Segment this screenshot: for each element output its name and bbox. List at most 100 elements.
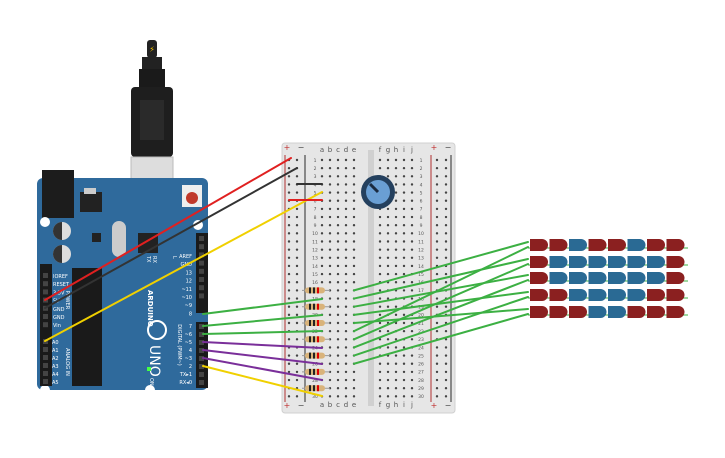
breadboard-hole[interactable] <box>295 175 299 178</box>
breadboard-hole[interactable] <box>444 199 448 202</box>
breadboard-hole[interactable] <box>295 395 299 398</box>
breadboard-hole[interactable] <box>410 224 414 227</box>
breadboard-hole[interactable] <box>386 166 390 170</box>
breadboard-hole[interactable] <box>402 191 406 194</box>
breadboard-hole[interactable] <box>435 248 439 251</box>
breadboard-hole[interactable] <box>295 240 299 243</box>
breadboard-hole[interactable] <box>435 256 439 259</box>
breadboard-hole[interactable] <box>394 256 398 259</box>
breadboard-hole[interactable] <box>378 395 382 398</box>
breadboard-hole[interactable] <box>344 183 348 186</box>
breadboard-hole[interactable] <box>378 329 382 333</box>
red-led[interactable] <box>666 289 685 301</box>
breadboard-hole[interactable] <box>328 232 332 235</box>
breadboard-hole[interactable] <box>287 378 291 382</box>
blue-led[interactable] <box>588 306 607 318</box>
red-led[interactable] <box>530 239 548 251</box>
breadboard-hole[interactable] <box>336 338 340 341</box>
breadboard-hole[interactable] <box>378 264 382 268</box>
breadboard-hole[interactable] <box>336 232 340 235</box>
breadboard-hole[interactable] <box>435 207 439 211</box>
pin-header[interactable] <box>199 348 204 353</box>
breadboard-hole[interactable] <box>435 240 439 243</box>
breadboard-hole[interactable] <box>394 232 398 235</box>
pin-header[interactable] <box>199 252 204 258</box>
breadboard-hole[interactable] <box>444 395 448 398</box>
breadboard-hole[interactable] <box>394 387 398 390</box>
wire-a0[interactable] <box>44 191 323 342</box>
pin-header[interactable] <box>199 380 204 385</box>
breadboard-hole[interactable] <box>287 370 291 374</box>
pin-header[interactable] <box>199 236 204 241</box>
breadboard-hole[interactable] <box>435 166 439 170</box>
breadboard-hole[interactable] <box>378 387 382 390</box>
breadboard-hole[interactable] <box>410 354 414 357</box>
breadboard-hole[interactable] <box>336 329 340 333</box>
breadboard-hole[interactable] <box>435 305 439 308</box>
breadboard-hole[interactable] <box>344 224 348 227</box>
breadboard-hole[interactable] <box>386 224 390 227</box>
breadboard-hole[interactable] <box>410 264 414 268</box>
breadboard-hole[interactable] <box>444 183 448 186</box>
breadboard-hole[interactable] <box>402 158 406 162</box>
breadboard-hole[interactable] <box>328 158 332 162</box>
breadboard-hole[interactable] <box>344 297 348 300</box>
breadboard-hole[interactable] <box>378 256 382 259</box>
breadboard-hole[interactable] <box>402 289 406 292</box>
breadboard-hole[interactable] <box>320 232 324 235</box>
breadboard-hole[interactable] <box>444 354 448 357</box>
breadboard-hole[interactable] <box>410 256 414 259</box>
breadboard-hole[interactable] <box>386 232 390 235</box>
breadboard-hole[interactable] <box>287 256 291 259</box>
breadboard-hole[interactable] <box>328 248 332 251</box>
wire-led-row[interactable] <box>353 274 529 308</box>
breadboard-hole[interactable] <box>394 395 398 398</box>
breadboard-hole[interactable] <box>435 224 439 227</box>
breadboard-hole[interactable] <box>295 248 299 251</box>
breadboard-hole[interactable] <box>295 362 299 365</box>
breadboard-hole[interactable] <box>344 166 348 170</box>
breadboard-hole[interactable] <box>336 199 340 202</box>
breadboard-hole[interactable] <box>352 166 356 170</box>
breadboard-hole[interactable] <box>402 313 406 317</box>
pin-header[interactable] <box>199 268 204 274</box>
breadboard-hole[interactable] <box>287 232 291 235</box>
breadboard-hole[interactable] <box>344 313 348 317</box>
wire-pin8[interactable] <box>202 298 323 315</box>
breadboard-hole[interactable] <box>336 395 340 398</box>
breadboard-hole[interactable] <box>352 232 356 235</box>
breadboard-hole[interactable] <box>336 224 340 227</box>
breadboard-hole[interactable] <box>336 281 340 284</box>
wire-pin7[interactable] <box>202 314 323 327</box>
blue-led[interactable] <box>627 239 646 251</box>
breadboard-hole[interactable] <box>328 329 332 333</box>
breadboard-hole[interactable] <box>295 281 299 284</box>
wire-led-row[interactable] <box>353 308 529 324</box>
breadboard-hole[interactable] <box>287 175 291 178</box>
breadboard-hole[interactable] <box>287 248 291 251</box>
wire-led-row[interactable] <box>353 313 529 365</box>
breadboard-hole[interactable] <box>378 166 382 170</box>
breadboard-hole[interactable] <box>320 240 324 243</box>
breadboard-hole[interactable] <box>444 338 448 341</box>
breadboard-hole[interactable] <box>386 370 390 374</box>
breadboard-hole[interactable] <box>328 256 332 259</box>
breadboard-hole[interactable] <box>328 297 332 300</box>
breadboard-hole[interactable] <box>402 199 406 202</box>
blue-led[interactable] <box>569 272 587 284</box>
breadboard-hole[interactable] <box>394 370 398 374</box>
wire-led-row[interactable] <box>353 246 529 333</box>
breadboard-hole[interactable] <box>402 215 406 219</box>
breadboard-hole[interactable] <box>336 362 340 365</box>
blue-led[interactable] <box>608 306 626 318</box>
breadboard-hole[interactable] <box>444 387 448 390</box>
breadboard-hole[interactable] <box>444 215 448 219</box>
pin-header[interactable] <box>43 379 48 384</box>
breadboard-hole[interactable] <box>295 338 299 341</box>
breadboard-hole[interactable] <box>444 362 448 365</box>
pin-header[interactable] <box>43 347 48 352</box>
breadboard-hole[interactable] <box>435 232 439 235</box>
breadboard-hole[interactable] <box>402 256 406 259</box>
breadboard-hole[interactable] <box>344 387 348 390</box>
breadboard-hole[interactable] <box>402 272 406 276</box>
